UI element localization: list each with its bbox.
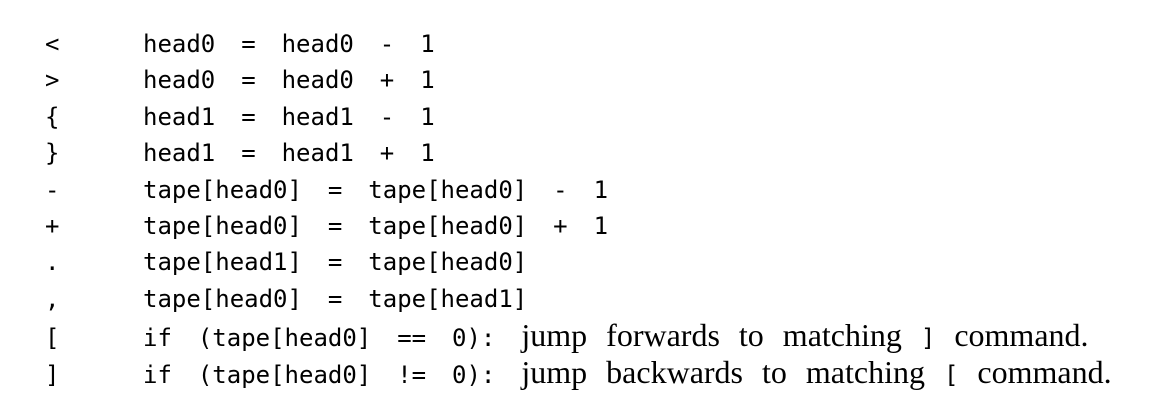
command-row: + tape[head0] = tape[head0] + 1 [45, 208, 1160, 244]
command-symbol: [ [45, 324, 60, 353]
command-row: < head0 = head0 - 1 [45, 26, 1160, 62]
command-symbol: ] [45, 360, 60, 389]
command-row: , tape[head0] = tape[head1] [45, 281, 1160, 317]
command-row: } head1 = head1 + 1 [45, 135, 1160, 171]
command-row: [ if (tape[head0] == 0): jump forwards to … [45, 317, 1160, 353]
command-symbol: - [45, 175, 60, 204]
command-symbol: + [45, 211, 60, 240]
command-code: tape[head0] = tape[head1] [143, 284, 528, 313]
command-symbol: > [45, 66, 60, 95]
command-code: head0 = head0 + 1 [143, 66, 435, 95]
command-code: head0 = head0 - 1 [143, 30, 435, 58]
command-row: { head1 = head1 - 1 [45, 99, 1160, 135]
bracket-glyph: ] [920, 324, 936, 353]
command-code: if (tape[head0] == 0): [143, 324, 496, 353]
command-code: head1 = head1 - 1 [143, 102, 435, 131]
command-code: tape[head0] = tape[head0] + 1 [143, 211, 609, 240]
command-symbol: , [45, 284, 60, 313]
command-code: head1 = head1 + 1 [143, 139, 435, 168]
command-row: > head0 = head0 + 1 [45, 62, 1160, 98]
command-code: tape[head0] = tape[head0] - 1 [143, 175, 609, 204]
command-code: tape[head1] = tape[head0] [143, 248, 528, 277]
command-symbol: { [45, 102, 60, 131]
command-symbol: } [45, 139, 60, 168]
command-description-before-bracket: jump backwards to matching [521, 353, 925, 390]
command-code: if (tape[head0] != 0): [143, 360, 496, 389]
command-row: ] if (tape[head0] != 0): jump backwards to… [45, 354, 1160, 390]
command-symbol: < [45, 30, 60, 58]
command-row: - tape[head0] = tape[head0] - 1 [45, 172, 1160, 208]
command-description-after-bracket: command. [977, 353, 1112, 390]
command-symbol: . [45, 248, 60, 277]
command-row: . tape[head1] = tape[head0] [45, 244, 1160, 280]
command-description-before-bracket: jump forwards to matching [521, 317, 902, 354]
command-description-after-bracket: command. [954, 317, 1089, 354]
bracket-glyph: [ [943, 360, 959, 389]
